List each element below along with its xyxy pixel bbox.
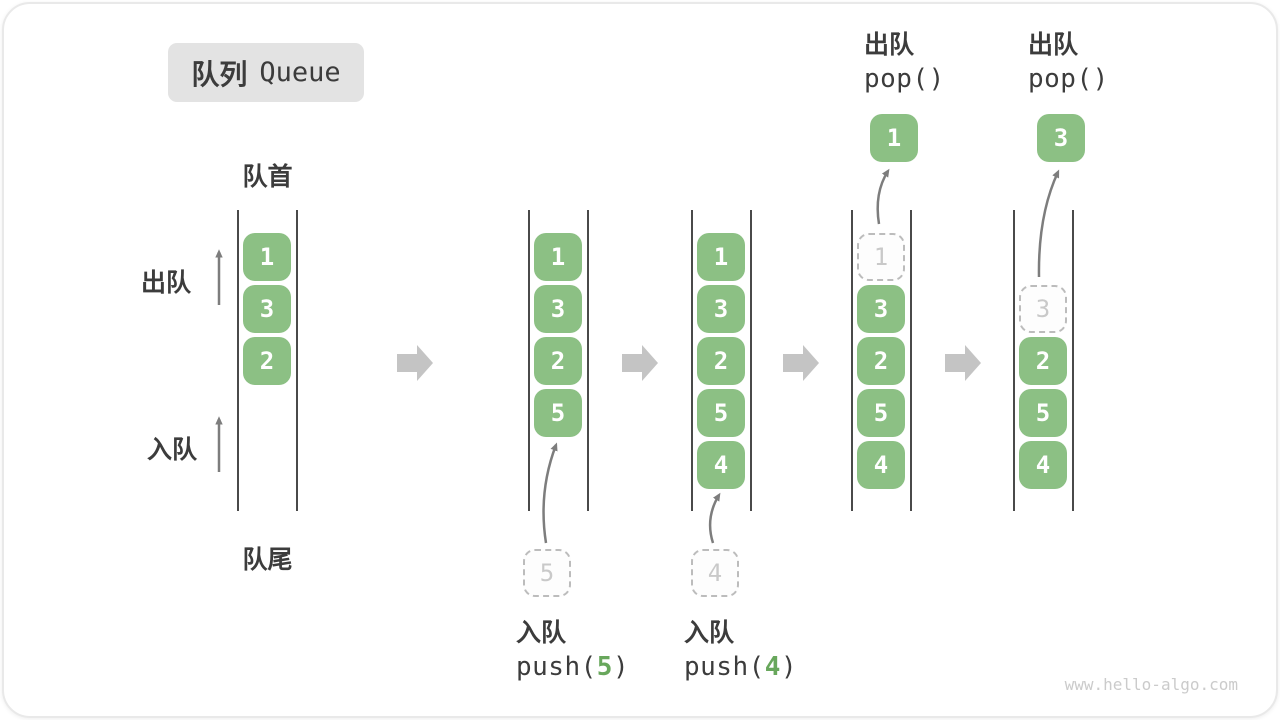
code-arg: 5 <box>596 652 613 682</box>
popped-cell: 3 <box>1037 114 1085 162</box>
code-fn: push( <box>516 652 597 682</box>
title-box: 队列 Queue <box>168 43 364 102</box>
queue-cell: 5 <box>697 389 745 437</box>
queue-cell: 2 <box>857 337 905 385</box>
push5-caption-code: push(5) <box>516 650 629 684</box>
queue-cell: 2 <box>243 337 291 385</box>
queue-cell: 4 <box>697 441 745 489</box>
queue-column-initial: 1 3 2 <box>237 210 298 511</box>
code-end: ) <box>780 652 798 682</box>
incoming-cell: 5 <box>523 549 571 597</box>
push5-caption: 入队 push(5) <box>516 616 629 684</box>
code-end: ) <box>612 652 630 682</box>
queue-cell: 2 <box>534 337 582 385</box>
queue-cell: 3 <box>697 285 745 333</box>
queue-column-push5: 1 3 2 5 <box>528 210 589 511</box>
incoming-cell: 4 <box>691 549 739 597</box>
queue-rear-label: 队尾 <box>242 546 293 574</box>
title-en: Queue <box>259 57 341 88</box>
queue-cell: 5 <box>534 389 582 437</box>
pop1-caption: 出队 pop() <box>864 28 945 96</box>
title-zh: 队列 <box>191 58 248 90</box>
enqueue-side-label: 入队 <box>147 436 198 464</box>
push5-caption-op: 入队 <box>516 619 567 647</box>
queue-cell: 3 <box>243 285 291 333</box>
pop1-caption-op: 出队 <box>864 31 915 59</box>
queue-front-label: 队首 <box>242 163 293 191</box>
push4-caption-op: 入队 <box>684 619 735 647</box>
pop1-caption-code: pop() <box>864 64 945 94</box>
pop3-caption-op: 出队 <box>1028 31 1079 59</box>
queue-column-pop3: 3 2 5 4 <box>1013 210 1074 511</box>
queue-cell: 3 <box>534 285 582 333</box>
queue-cell: 2 <box>697 337 745 385</box>
queue-cell: 3 <box>857 285 905 333</box>
queue-cell: 5 <box>857 389 905 437</box>
pop3-caption: 出队 pop() <box>1028 28 1109 96</box>
code-fn: push( <box>684 652 765 682</box>
push4-caption-code: push(4) <box>684 650 797 684</box>
code-arg: 4 <box>764 652 781 682</box>
queue-column-pop1: 1 3 2 5 4 <box>851 210 912 511</box>
queue-cell: 1 <box>534 233 582 281</box>
queue-column-push4: 1 3 2 5 4 <box>691 210 752 511</box>
watermark: www.hello-algo.com <box>1064 675 1238 694</box>
queue-cell: 1 <box>697 233 745 281</box>
dequeue-side-label: 出队 <box>141 269 192 297</box>
ghost-cell: 3 <box>1019 285 1067 333</box>
queue-cell: 5 <box>1019 389 1067 437</box>
queue-cell: 1 <box>243 233 291 281</box>
popped-cell: 1 <box>870 114 918 162</box>
push4-caption: 入队 push(4) <box>684 616 797 684</box>
ghost-cell: 1 <box>857 233 905 281</box>
pop3-caption-code: pop() <box>1028 64 1109 94</box>
queue-cell: 2 <box>1019 337 1067 385</box>
queue-cell: 4 <box>857 441 905 489</box>
queue-cell: 4 <box>1019 441 1067 489</box>
